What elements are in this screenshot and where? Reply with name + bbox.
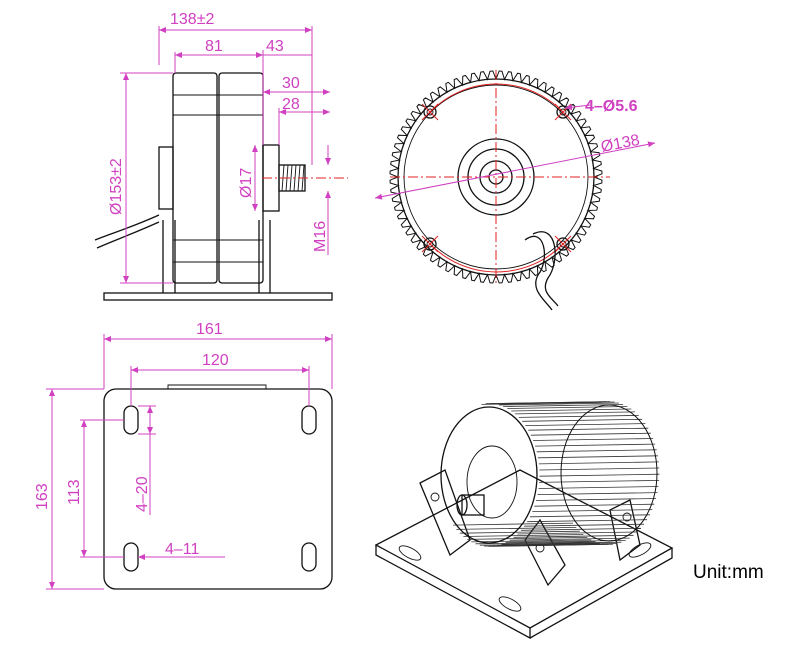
dim-slots-20: 4–20: [134, 476, 151, 512]
dim-holes: 4–Ø5.6: [585, 98, 638, 115]
fin-line: [539, 467, 660, 471]
iso-base-plate: [374, 469, 674, 629]
side-base-plate: [103, 292, 333, 301]
dim-shaft-28: 28: [282, 96, 300, 113]
slot-top-right: [301, 405, 317, 435]
fin-line: [539, 480, 660, 483]
fin-line: [509, 537, 630, 541]
fin-line: [532, 509, 653, 512]
base-plate-view: 161 120 163 113 4–20 4–11: [34, 321, 333, 590]
dim-hub-17: Ø17: [238, 168, 255, 198]
fin-line: [494, 401, 615, 405]
isometric-view: [374, 401, 674, 640]
fin-line: [456, 527, 577, 530]
fin-line: [471, 539, 592, 543]
fin-line: [537, 455, 658, 459]
dim-shaft-total: 43: [266, 38, 284, 55]
fin-line: [525, 423, 646, 426]
dim-pcd: Ø138: [600, 132, 642, 156]
fin-line: [522, 418, 643, 422]
fin-line: [463, 534, 584, 537]
fin-line: [475, 541, 596, 545]
front-view: 4–Ø5.6 Ø138: [374, 70, 656, 311]
iso-bracket-left: [419, 469, 471, 557]
slot-top-left: [123, 405, 139, 435]
fin-line: [467, 537, 588, 540]
iso-motor-face: [440, 406, 538, 544]
mounting-holes: [423, 105, 570, 251]
fin-line: [536, 498, 657, 501]
fin-line: [515, 411, 636, 415]
dim-slots-11: 4–11: [165, 541, 200, 558]
dim-base-width: 161: [196, 321, 223, 338]
fin-line: [528, 427, 649, 431]
fin-line: [527, 519, 648, 523]
dim-hole-spacing: 120: [202, 352, 229, 369]
iso-fins: [453, 401, 660, 547]
slot-bottom-left: [123, 542, 139, 572]
fin-line: [537, 492, 658, 495]
fin-line: [520, 527, 641, 531]
fin-line: [517, 531, 638, 535]
fin-line: [498, 402, 619, 406]
fin-line: [453, 522, 574, 526]
fin-line: [484, 543, 605, 547]
fin-line: [497, 543, 618, 546]
slot-bottom-right: [301, 542, 317, 572]
fin-line: [503, 404, 624, 407]
dim-diameter-153: Ø153±2: [108, 158, 125, 215]
fin-line: [534, 503, 655, 507]
base-plate: [103, 388, 333, 590]
fin-line: [479, 542, 600, 546]
fin-line: [538, 486, 659, 489]
fin-line: [535, 443, 656, 447]
fin-line: [538, 461, 659, 465]
fin-line: [501, 541, 622, 545]
motor-body-left: [172, 72, 218, 284]
front-cable: [524, 235, 553, 311]
fin-line: [530, 432, 651, 436]
fin-line: [536, 449, 657, 453]
fin-line: [490, 401, 611, 404]
iso-drum-back: [560, 404, 658, 542]
fin-line: [459, 530, 580, 534]
fin-line: [511, 408, 632, 412]
fin-line: [539, 473, 660, 477]
dim-body-length: 81: [205, 38, 223, 55]
dim-shaft-30: 30: [282, 75, 300, 92]
fin-line: [533, 438, 654, 441]
fin-line: [513, 534, 634, 538]
dim-hole-pitch: 113: [66, 479, 83, 505]
side-view: 138±2 81 43 30 28 Ø153±2 Ø17 M16: [94, 11, 348, 301]
iso-shaft: [461, 494, 485, 516]
dim-thread: M16: [312, 221, 329, 252]
dim-base-height: 163: [34, 483, 51, 510]
unit-label: Unit:mm: [693, 562, 764, 583]
fin-line: [507, 406, 628, 409]
fin-line: [529, 514, 650, 518]
fin-line: [524, 523, 645, 527]
dim-overall-length: 138±2: [170, 11, 214, 28]
fin-line: [518, 415, 639, 418]
